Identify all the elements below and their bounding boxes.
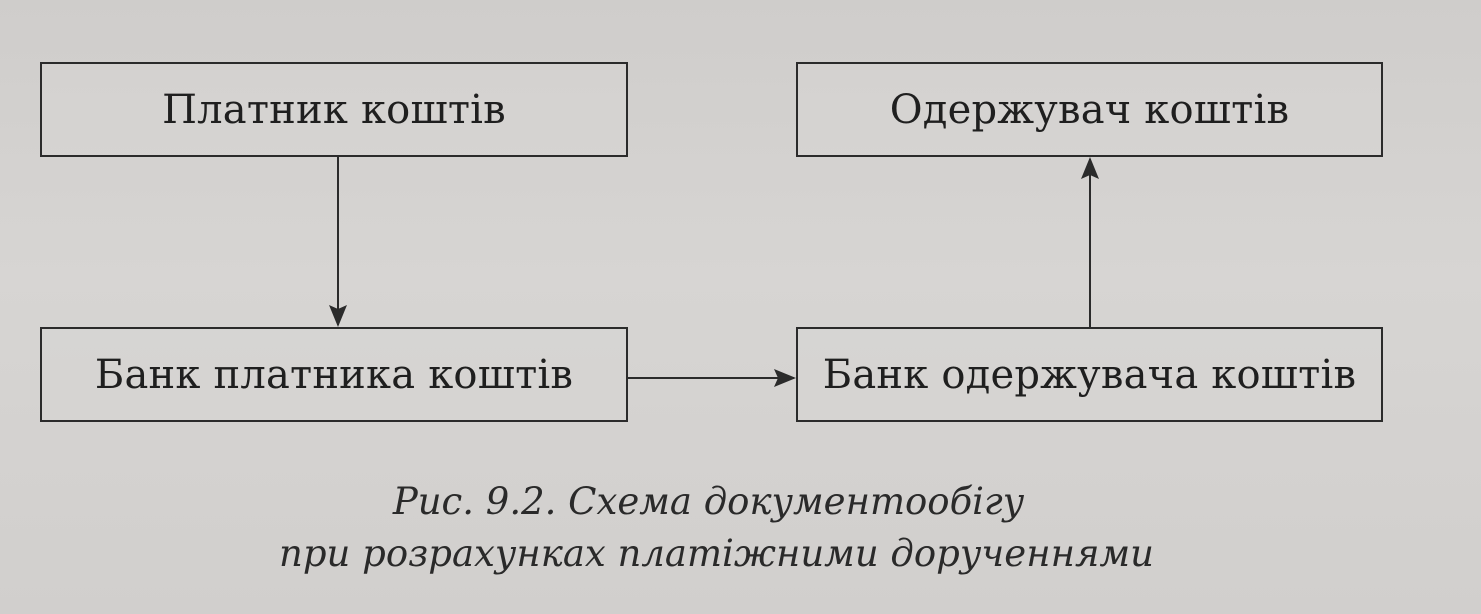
node-payer-label: Платник коштів [162, 86, 506, 133]
node-recipient-bank-label: Банк одержувача коштів [822, 351, 1357, 398]
figure-caption-line-1: Рис. 9.2. Схема документообігу [392, 480, 1025, 523]
node-recipient-label: Одержувач коштів [889, 86, 1290, 133]
node-payer-bank-label: Банк платника коштів [94, 351, 574, 398]
node-recipient: Одержувач коштів [796, 62, 1383, 157]
figure-caption-line-2: при розрахунках платіжними дорученнями [279, 532, 1154, 575]
node-recipient-bank: Банк одержувача коштів [796, 327, 1383, 422]
node-payer-bank: Банк платника коштів [40, 327, 628, 422]
node-payer: Платник коштів [40, 62, 628, 157]
